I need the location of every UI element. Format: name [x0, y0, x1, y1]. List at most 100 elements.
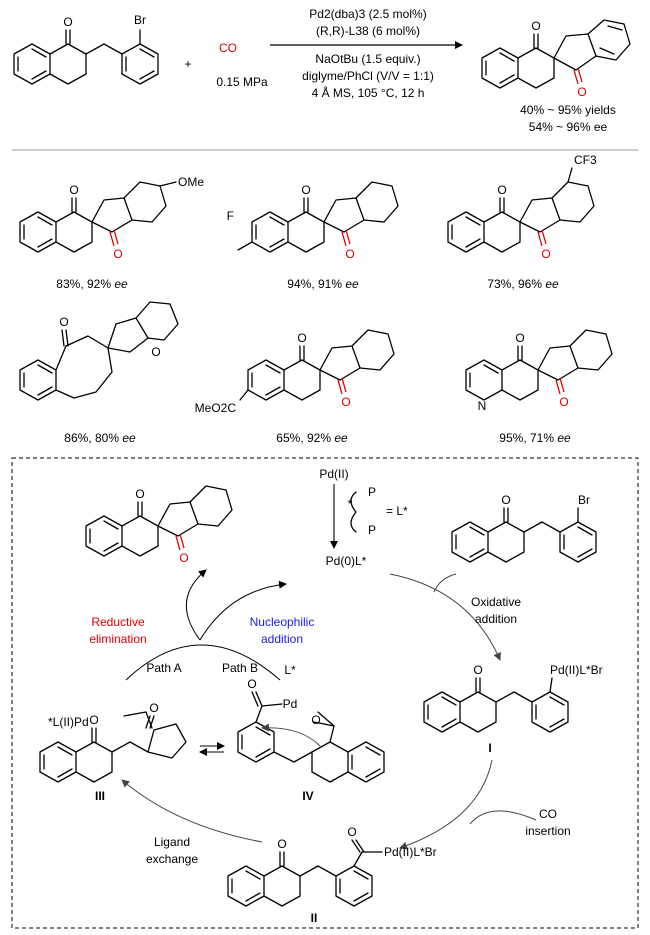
- insertion-label: insertion: [525, 824, 570, 838]
- ligand-equation: = L*: [386, 504, 408, 518]
- pd0-catalyst: Pd(0)L*: [326, 554, 367, 568]
- int-I-label: I: [488, 741, 491, 755]
- nucleophilic-addition-label: addition: [261, 632, 303, 646]
- scope-1-result: 83%, 92% ee: [56, 277, 128, 291]
- scope-6-oxygen: O: [515, 331, 524, 345]
- int-II-acyl-oxygen: O: [347, 825, 356, 839]
- scope-4-result: 86%, 80% ee: [64, 431, 136, 445]
- scope-4-oxygen: O: [59, 315, 68, 329]
- path-a-label: Path A: [146, 661, 181, 675]
- ligand-p-top: P: [368, 485, 376, 499]
- scope-4-ketone-oxygen: O: [151, 345, 160, 359]
- int-I-oxygen: O: [473, 663, 482, 677]
- co-insertion-arrow: [399, 759, 493, 850]
- mech-product-red-oxygen: O: [179, 551, 188, 565]
- pd-ii-precursor: Pd(II): [319, 467, 348, 481]
- scope-item-3: [447, 167, 595, 253]
- mech-product-oxygen: O: [135, 487, 144, 501]
- scheme-product: [481, 19, 631, 89]
- scope-5-red-oxygen: O: [341, 395, 350, 409]
- ligand-label: Ligand: [154, 835, 190, 849]
- co-label: CO: [539, 807, 557, 821]
- scope-6-result: 95%, 71% ee: [499, 431, 571, 445]
- condition-temperature: 4 Å MS, 105 °C, 12 h: [312, 85, 425, 100]
- plus-sign: +: [184, 57, 191, 71]
- scope-5-result: 65%, 92% ee: [276, 431, 348, 445]
- path-arc: [125, 644, 281, 681]
- elimination-label: elimination: [89, 632, 146, 646]
- scope-2-result: 94%, 91% ee: [287, 277, 359, 291]
- scope-5-substituent: MeO2C: [195, 401, 237, 415]
- scope-2-substituent: F: [227, 209, 234, 223]
- product-release-arrow: [186, 569, 207, 641]
- int-III-oxygen: O: [89, 713, 98, 727]
- scope-item-4: [19, 301, 179, 401]
- co-pressure: 0.15 MPa: [216, 75, 268, 89]
- bidentate-ligand: [350, 491, 357, 533]
- intermediate-III: [39, 711, 187, 783]
- int-II-pd: Pd(II)L*Br: [384, 845, 437, 859]
- scope-item-5: [239, 329, 395, 401]
- ee-range: 54% ~ 96% ee: [529, 120, 608, 134]
- condition-solvent: diglyme/PhCl (V/V = 1:1): [302, 69, 434, 83]
- product-new-carbonyl: O: [577, 85, 586, 99]
- scope-1-substituent: OMe: [178, 175, 204, 189]
- scope-3-substituent: CF3: [574, 153, 597, 167]
- scope-1-oxygen: O: [69, 183, 78, 197]
- intermediate-IV: [237, 691, 385, 783]
- scope-3-oxygen: O: [497, 183, 506, 197]
- int-IV-label: IV: [302, 789, 313, 803]
- int-IV-ligand: L*: [284, 663, 296, 677]
- condition-ligand: (R,R)-L38 (6 mol%): [316, 24, 420, 38]
- scope-3-red-oxygen: O: [541, 247, 550, 261]
- scope-6-nitrogen: N: [478, 399, 487, 413]
- int-III-pd: *L(II)Pd: [48, 715, 89, 729]
- scope-3-result: 73%, 96% ee: [487, 277, 559, 291]
- nucleophilic-label: Nucleophilic: [250, 615, 315, 629]
- intermediate-I: [423, 677, 569, 733]
- co-reagent: CO: [219, 41, 237, 55]
- mech-substrate-bromine: Br: [578, 493, 590, 507]
- scope-item-6: [465, 329, 613, 401]
- scope-1-red-oxygen: O: [113, 247, 122, 261]
- ligand-p-bottom: P: [368, 523, 376, 537]
- scope-item-1: [19, 181, 177, 253]
- exchange-label: exchange: [146, 852, 198, 866]
- int-III-label: III: [95, 789, 105, 803]
- yield-range: 40% ~ 95% yields: [520, 103, 616, 117]
- int-IV-oxygen: O: [247, 677, 256, 691]
- intermediate-II: [227, 839, 383, 907]
- oxidative-addition-label: addition: [475, 612, 517, 626]
- co-entry-arrow: [469, 810, 537, 825]
- int-II-oxygen: O: [277, 837, 286, 851]
- oxidative-label: Oxidative: [471, 595, 521, 609]
- mechanism-box: [11, 457, 639, 929]
- scheme-reactant-ketone: [13, 29, 159, 85]
- int-III-acyl-oxygen: O: [149, 701, 158, 715]
- scope-2-oxygen: O: [301, 183, 310, 197]
- scope-5-oxygen: O: [297, 331, 306, 345]
- regeneration-arrow: [199, 580, 287, 641]
- int-IV-pd: Pd: [283, 697, 298, 711]
- bromine-label: Br: [134, 13, 146, 27]
- scope-2-red-oxygen: O: [345, 247, 354, 261]
- condition-catalyst: Pd2(dba)3 (2.5 mol%): [309, 7, 426, 21]
- ketone-oxygen-label: O: [63, 15, 72, 29]
- conditions: Pd2(dba)3 (2.5 mol%) (R,R)-L38 (6 mol%) …: [302, 7, 434, 100]
- condition-base: NaOtBu (1.5 equiv.): [315, 52, 420, 66]
- mechanism-substrate: [451, 507, 597, 563]
- oxidative-addition-arrow: [389, 573, 501, 661]
- ligand-star: *: [348, 497, 353, 511]
- path-b-label: Path B: [222, 661, 258, 675]
- int-I-pd: Pd(II)L*Br: [550, 663, 603, 677]
- scope-6-red-oxygen: O: [559, 395, 568, 409]
- scope-item-2: [237, 181, 399, 253]
- mechanism-product: [85, 485, 233, 557]
- reductive-label: Reductive: [91, 615, 145, 629]
- ligand-exchange-arrow: [121, 779, 263, 843]
- nucleophilic-attack-arrow: [261, 723, 321, 747]
- mech-substrate-oxygen: O: [501, 493, 510, 507]
- int-IV-enolate-oxygen: O: [311, 713, 320, 727]
- int-II-label: II: [311, 911, 318, 925]
